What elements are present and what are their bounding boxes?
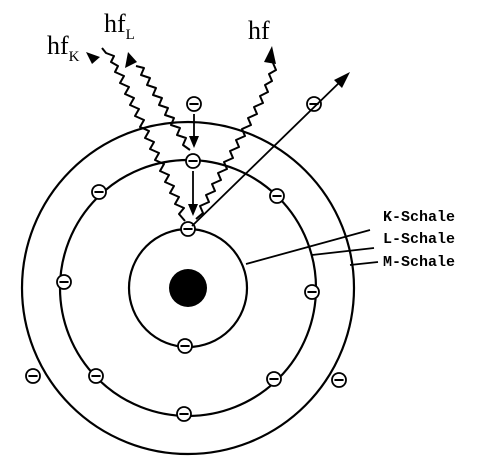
electron-l-lower-left — [88, 368, 104, 384]
ejection-arrow-line — [191, 78, 344, 227]
electron-l-lower-right — [266, 371, 282, 387]
label-hf: hf — [248, 16, 270, 45]
photon-hf-l-arrowhead — [125, 52, 137, 68]
label-hf-k: hfK — [47, 31, 80, 65]
electron-m-right — [331, 372, 347, 388]
photon-hf-arrowhead — [264, 46, 276, 64]
electron-m-top — [186, 96, 202, 112]
m-shell — [20, 120, 356, 456]
electron-l-left — [56, 274, 72, 290]
nucleus — [169, 269, 207, 307]
leader-l-shell — [311, 247, 375, 256]
electron-ejected — [306, 96, 322, 112]
electron-l-bottom — [176, 406, 192, 422]
leader-k-shell — [245, 229, 371, 265]
electron-l-upper-right — [269, 188, 285, 204]
transition-arrowhead-m-to-l — [189, 136, 199, 148]
electron-l-top — [185, 153, 201, 169]
transition-arrowhead-l-to-k — [188, 204, 198, 216]
photon-hf-wave — [195, 62, 277, 220]
photon-hf-k-arrowhead — [86, 52, 100, 64]
electron-l-upper-left — [91, 184, 107, 200]
label-l-shell: L-Schale — [383, 231, 455, 248]
electron-m-left — [25, 368, 41, 384]
label-hf-l: hfL — [104, 9, 135, 43]
photon-hf-l-wave — [135, 65, 191, 151]
label-m-shell: M-Schale — [383, 254, 455, 271]
ejection-arrowhead — [334, 72, 350, 88]
leader-m-shell — [349, 261, 379, 266]
electron-l-right — [304, 284, 320, 300]
photon-hf-k-wave — [101, 47, 186, 222]
label-k-shell: K-Schale — [383, 209, 455, 226]
electron-k-bottom — [177, 338, 193, 354]
